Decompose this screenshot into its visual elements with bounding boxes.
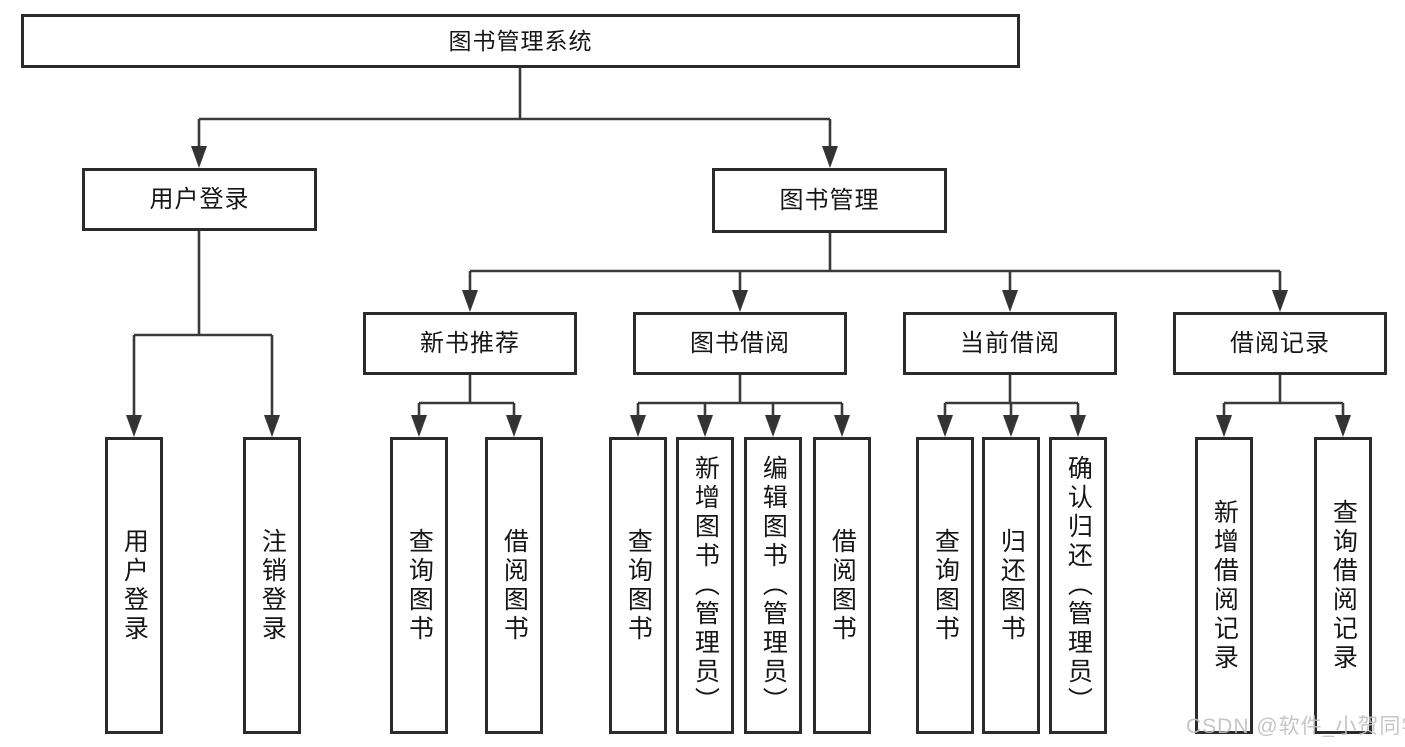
leaf-user-login: 用户登录 <box>105 437 163 734</box>
node-book-management: 图书管理 <box>712 168 947 233</box>
arrow-down-icon <box>411 415 427 437</box>
arrow-down-icon <box>191 146 207 168</box>
node-library-management-system: 图书管理系统 <box>21 14 1020 68</box>
arrow-down-icon <box>1003 415 1019 437</box>
arrow-down-icon <box>1335 415 1351 437</box>
arrow-down-icon <box>126 415 142 437</box>
connector-root-to-level1 <box>191 68 838 168</box>
connector-new-book-recommendation-to-leaves <box>411 375 522 437</box>
arrow-down-icon <box>1216 415 1232 437</box>
arrow-down-icon <box>1002 290 1018 312</box>
arrow-down-icon <box>822 146 838 168</box>
connector-book-borrowing-to-leaves <box>630 375 850 437</box>
leaf-logout: 注销登录 <box>243 437 301 734</box>
leaf-return-books: 归还图书 <box>982 437 1040 734</box>
leaf-query-books-current: 查询图书 <box>916 437 974 734</box>
leaf-edit-book-admin: 编辑图书（管理员） <box>744 437 802 734</box>
arrow-down-icon <box>630 415 646 437</box>
csdn-watermark: CSDN @软件_小贺同学 <box>1186 715 1405 738</box>
arrow-down-icon <box>834 415 850 437</box>
node-user-login: 用户登录 <box>82 168 317 231</box>
node-current-borrowing: 当前借阅 <box>903 312 1117 375</box>
connector-book-management-to-level2 <box>462 233 1288 312</box>
arrow-down-icon <box>732 290 748 312</box>
arrow-down-icon <box>506 415 522 437</box>
leaf-add-borrowing-record: 新增借阅记录 <box>1195 437 1253 734</box>
arrow-down-icon <box>765 415 781 437</box>
leaf-borrow-books-recommendation: 借阅图书 <box>485 437 543 734</box>
leaf-query-books-borrowing: 查询图书 <box>609 437 667 734</box>
arrow-down-icon <box>462 290 478 312</box>
node-borrowing-records: 借阅记录 <box>1173 312 1387 375</box>
leaf-confirm-return-admin: 确认归还（管理员） <box>1049 437 1107 734</box>
leaf-borrow-books-borrowing: 借阅图书 <box>813 437 871 734</box>
arrow-down-icon <box>264 415 280 437</box>
node-new-book-recommendation: 新书推荐 <box>363 312 577 375</box>
arrow-down-icon <box>937 415 953 437</box>
arrow-down-icon <box>697 415 713 437</box>
arrow-down-icon <box>1070 415 1086 437</box>
leaf-query-borrowing-record: 查询借阅记录 <box>1314 437 1372 734</box>
node-book-borrowing: 图书借阅 <box>633 312 847 375</box>
leaf-add-book-admin: 新增图书（管理员） <box>676 437 734 734</box>
connector-current-borrowing-to-leaves <box>937 375 1086 437</box>
connector-user-login-to-leaves <box>126 231 280 437</box>
connector-borrowing-records-to-leaves <box>1216 375 1351 437</box>
arrow-down-icon <box>1272 290 1288 312</box>
leaf-query-books-recommendation: 查询图书 <box>390 437 448 734</box>
